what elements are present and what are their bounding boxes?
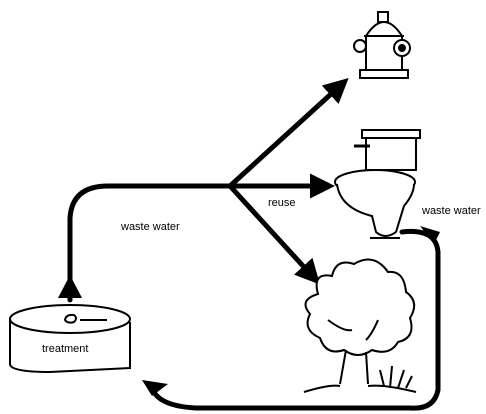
treatment-label: treatment: [42, 343, 89, 355]
waste-water-outflow-label: waste water: [422, 205, 481, 217]
flow-line-to-tree: [228, 184, 321, 285]
hydrant-icon: [353, 11, 411, 79]
toilet-icon: [334, 129, 421, 239]
arrowhead-up: [58, 275, 82, 298]
tree-icon: [303, 258, 417, 393]
treatment-tank-icon: [9, 304, 131, 374]
reuse-label: reuse: [268, 197, 296, 209]
flow-line-treatment-to-junction: [67, 183, 233, 303]
waste-water-label: waste water: [121, 221, 180, 233]
arrowhead-to-treatment: [142, 380, 168, 396]
flow-line-to-hydrant: [228, 77, 349, 188]
arrowhead-toilet-outflow: [420, 226, 440, 244]
